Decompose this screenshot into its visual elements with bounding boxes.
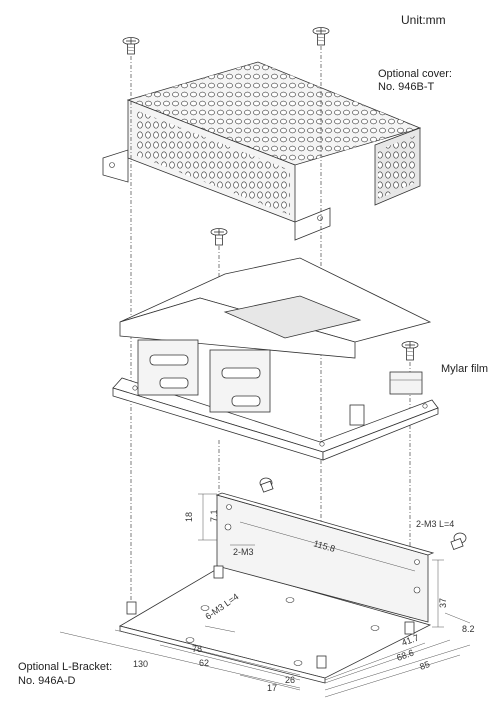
dim-68-6: 68.6 — [395, 647, 415, 662]
standoff — [213, 565, 224, 579]
connector-block — [389, 371, 423, 395]
dim-18: 18 — [184, 512, 194, 522]
bracket-label-line1: Optional L-Bracket: — [18, 661, 112, 673]
cover-flange-hole — [317, 215, 323, 221]
dim-17: 17 — [267, 683, 277, 693]
power-supply — [112, 257, 439, 461]
dim-2-m3-l4: 2-M3 L=4 — [416, 519, 454, 529]
screw-top-left — [122, 37, 140, 55]
dim-26: 26 — [285, 675, 295, 685]
l-bracket — [118, 492, 435, 684]
dim-62: 62 — [199, 658, 209, 668]
cover-side-perforation — [378, 135, 417, 199]
unit-label: Unit:mm — [401, 13, 446, 27]
cover-flange-left — [102, 149, 129, 183]
mylar-film-edge — [119, 297, 356, 359]
cover-label-line1: Optional cover: — [378, 68, 452, 80]
mylar-film-window — [223, 295, 362, 339]
cover-front-perforation — [135, 110, 290, 215]
dim-8-2: 8.2 — [462, 624, 475, 634]
dim-130: 130 — [133, 659, 148, 669]
dimension-lines — [59, 493, 471, 698]
cover-flange-hole — [109, 162, 115, 168]
dim-85: 85 — [418, 659, 431, 672]
pcb-edge-right — [322, 407, 439, 461]
standoff — [316, 655, 327, 669]
screw-bracket-right — [450, 532, 467, 550]
dim-37: 37 — [438, 598, 448, 608]
optional-cover — [102, 61, 422, 241]
bracket-wall-top — [215, 492, 435, 556]
screw-bracket-left — [259, 477, 274, 493]
standoff — [404, 621, 415, 635]
dim-2-m3: 2-M3 — [233, 547, 254, 557]
screw-top-right — [312, 27, 330, 46]
screw-right — [401, 341, 419, 361]
mylar-film-label: Mylar film — [441, 363, 488, 375]
dim-78: 78 — [192, 644, 202, 654]
cover-label-line2: No. 946B-T — [378, 81, 435, 93]
dim-7-1: 7.1 — [209, 509, 219, 522]
cover-flange-right — [294, 207, 331, 241]
screw-middle — [210, 228, 228, 246]
terminal — [349, 404, 365, 426]
standoff — [126, 601, 137, 615]
cover-top-perforation — [128, 62, 420, 165]
bracket-label-line2: No. 946A-D — [18, 675, 76, 687]
